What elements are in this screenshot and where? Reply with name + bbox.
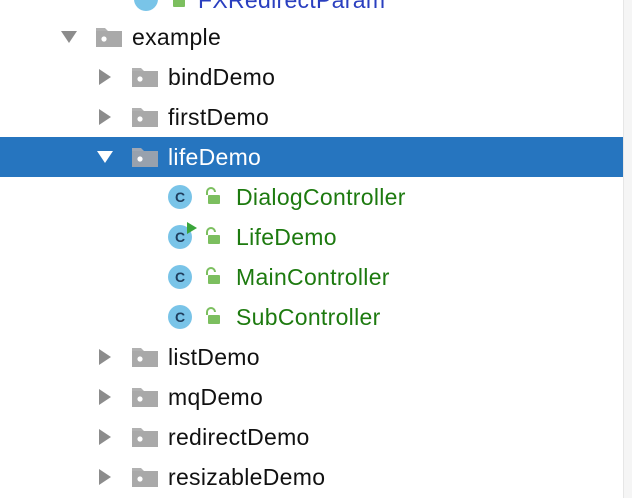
- tree-item-label: LifeDemo: [236, 224, 337, 250]
- tree-row-package[interactable]: mqDemo: [0, 377, 626, 417]
- tree-row-fxredirectparam[interactable]: FXRedirectParam: [0, 0, 626, 20]
- svg-text:C: C: [175, 189, 185, 205]
- package-folder-icon: [132, 148, 158, 167]
- tree-item-label: mqDemo: [168, 384, 264, 410]
- class-icon: [134, 0, 158, 11]
- svg-text:C: C: [175, 309, 185, 325]
- lock-icon: [206, 267, 220, 284]
- lock-icon: [206, 227, 220, 244]
- class-icon: C: [168, 305, 192, 329]
- chevron-down-icon[interactable]: [96, 148, 114, 166]
- tree-item-label: MainController: [236, 264, 390, 290]
- chevron-right-icon[interactable]: [96, 348, 114, 366]
- tree-item-label: redirectDemo: [168, 424, 310, 450]
- tree-item-label: example: [132, 24, 222, 50]
- package-folder-icon: [96, 28, 122, 47]
- chevron-right-icon[interactable]: [96, 108, 114, 126]
- tree-row-package[interactable]: redirectDemo: [0, 417, 626, 457]
- tree-item-label: FXRedirectParam: [198, 0, 386, 13]
- tree-item-label: resizableDemo: [168, 464, 326, 490]
- run-icon: [187, 222, 197, 234]
- tree-item-label: lifeDemo: [168, 144, 262, 170]
- tree-row-package[interactable]: resizableDemo: [0, 457, 626, 497]
- scrollbar[interactable]: [623, 0, 632, 498]
- package-folder-icon: [132, 388, 158, 407]
- class-icon: C: [168, 265, 192, 289]
- tree-item-label: listDemo: [168, 344, 260, 370]
- chevron-right-icon[interactable]: [96, 468, 114, 486]
- tree-row-class[interactable]: C MainController: [0, 257, 626, 297]
- package-folder-icon: [132, 108, 158, 127]
- chevron-down-icon[interactable]: [60, 28, 78, 46]
- lock-icon: [206, 187, 220, 204]
- tree-item-label: DialogController: [236, 184, 406, 210]
- class-icon: C: [168, 185, 192, 209]
- package-folder-icon: [132, 428, 158, 447]
- lock-icon: [206, 307, 220, 324]
- chevron-right-icon[interactable]: [96, 428, 114, 446]
- chevron-right-icon[interactable]: [96, 68, 114, 86]
- svg-text:C: C: [175, 269, 185, 285]
- tree-row-package-selected[interactable]: lifeDemo: [0, 137, 626, 177]
- tree-row-class[interactable]: C LifeDemo: [0, 217, 626, 257]
- tree-row-package[interactable]: listDemo: [0, 337, 626, 377]
- lock-icon: [173, 0, 185, 7]
- tree-row-class[interactable]: C DialogController: [0, 177, 626, 217]
- tree-row-class[interactable]: C SubController: [0, 297, 626, 337]
- tree-row-example[interactable]: example: [0, 17, 626, 57]
- svg-text:C: C: [175, 229, 185, 245]
- tree-item-label: SubController: [236, 304, 381, 330]
- package-folder-icon: [132, 468, 158, 487]
- class-icon: C: [168, 225, 192, 249]
- tree-row-package[interactable]: firstDemo: [0, 97, 626, 137]
- package-folder-icon: [132, 348, 158, 367]
- package-folder-icon: [132, 68, 158, 87]
- tree-item-label: bindDemo: [168, 64, 276, 90]
- tree-row-package[interactable]: bindDemo: [0, 57, 626, 97]
- tree-item-label: firstDemo: [168, 104, 270, 130]
- chevron-right-icon[interactable]: [96, 388, 114, 406]
